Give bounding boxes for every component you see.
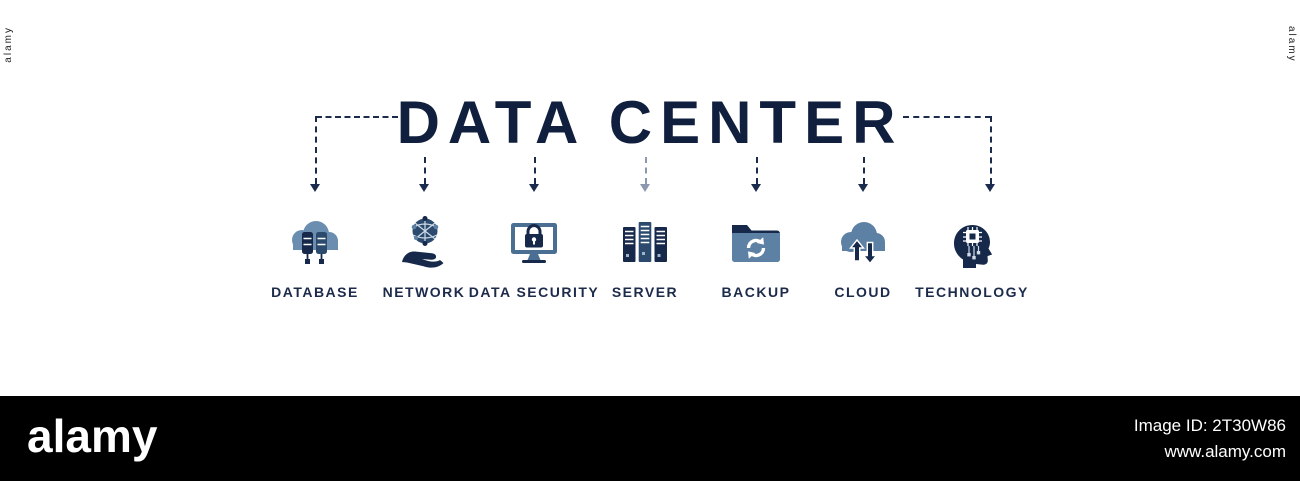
left-edge-watermark: alamy (3, 26, 14, 63)
connector-line-network (424, 157, 426, 184)
item-server: SERVER (565, 210, 725, 300)
connector-line-server (645, 157, 647, 184)
arrow-down-icon (310, 184, 320, 192)
connector-line-backup (756, 157, 758, 184)
item-label-cloud: CLOUD (834, 284, 892, 300)
item-label-server: SERVER (611, 284, 679, 300)
right-edge-watermark: alamy (1286, 26, 1297, 63)
arrow-down-icon (419, 184, 429, 192)
item-label-database: DATABASE (271, 284, 359, 300)
arrow-down-icon (751, 184, 761, 192)
folder-sync-icon (732, 225, 780, 262)
connector-line-right-vertical (990, 116, 992, 184)
item-label-data-security: DATA SECURITY (468, 284, 600, 300)
alamy-url: www.alamy.com (1164, 441, 1286, 461)
arrow-down-icon (640, 184, 650, 192)
arrow-down-icon (529, 184, 539, 192)
item-label-technology: TECHNOLOGY (915, 284, 1029, 300)
connector-line-right-horizontal (903, 116, 991, 118)
database-cloud-icon (292, 221, 338, 264)
arrow-down-icon (858, 184, 868, 192)
cloud-transfer-arrows-icon (841, 222, 885, 265)
network-hand-globe-icon (402, 216, 444, 268)
head-microchip-icon (954, 225, 993, 268)
connector-line-data-security (534, 157, 536, 184)
item-cloud: CLOUD (783, 210, 943, 300)
item-technology: TECHNOLOGY (892, 210, 1052, 300)
connector-line-left-vertical (315, 116, 317, 184)
item-network: NETWORK (344, 210, 504, 300)
connector-line-cloud (863, 157, 865, 184)
item-database: DATABASE (235, 210, 395, 300)
item-label-backup: BACKUP (721, 284, 791, 300)
item-backup: BACKUP (676, 210, 836, 300)
server-racks-icon (623, 222, 667, 262)
alamy-logo: alamy (27, 409, 158, 462)
image-id: Image ID: 2T30W86 (1133, 415, 1286, 435)
item-data-security: DATA SECURITY (454, 210, 614, 300)
watermark-bar: alamy Image ID: 2T30W86 www.alamy.com (0, 396, 1300, 481)
monitor-padlock-icon (511, 223, 557, 263)
image-meta: Image ID: 2T30W86 www.alamy.com (1134, 413, 1286, 465)
item-label-network: NETWORK (382, 284, 466, 300)
arrow-down-icon (985, 184, 995, 192)
connector-line-left-horizontal (316, 116, 398, 118)
banner-title: DATA CENTER (396, 89, 904, 156)
